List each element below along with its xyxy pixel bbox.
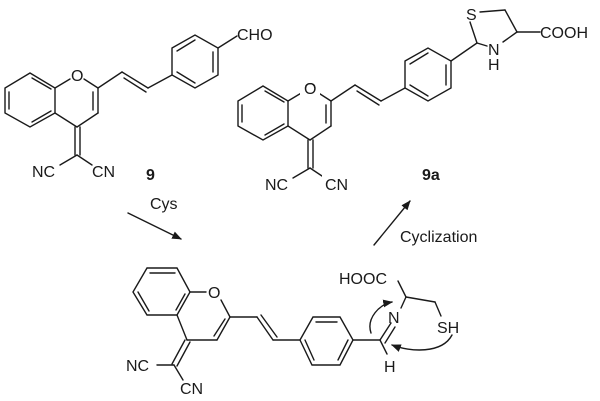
nitrile-right: CN (92, 164, 115, 181)
imine-hydrogen: H (384, 359, 396, 376)
oxygen-atom-9a: O (304, 81, 316, 98)
nitrile-left-int: NC (126, 358, 149, 375)
nh-hydrogen: H (488, 57, 500, 74)
intermediate-imine (132, 267, 453, 381)
reaction-arrow-cyclization (373, 200, 411, 246)
oxygen-atom: O (71, 68, 83, 85)
styryl-aldehyde (97, 34, 219, 93)
compound-label-9: 9 (146, 167, 155, 184)
electron-arrow-sh (391, 334, 453, 352)
nitrile-right-9a: CN (325, 177, 348, 194)
carboxyl-group-int: HOOC (339, 271, 387, 288)
aldehyde-group: CHO (237, 27, 273, 44)
nitrile-right-int: CN (180, 381, 203, 398)
thiazolidine-ring (450, 9, 541, 62)
imine-nitrogen: N (388, 310, 400, 327)
nitrile-left-9a: NC (265, 177, 288, 194)
compound-9a-core (237, 47, 452, 195)
step-cyclization: Cyclization (400, 229, 477, 246)
compound-9: O NC CN (4, 68, 115, 181)
electron-arrow-n (369, 299, 393, 334)
compound-label-9a: 9a (422, 167, 440, 184)
nitrile-left: NC (32, 164, 55, 181)
thiol-group: SH (437, 320, 459, 337)
oxygen-atom-int: O (208, 285, 220, 302)
benzopyran-core (4, 72, 99, 166)
reaction-arrow-cys (127, 212, 182, 240)
sulfur-atom: S (466, 7, 477, 24)
carboxyl-group: COOH (540, 25, 588, 42)
nitrogen-atom: N (488, 42, 500, 59)
reagent-cys: Cys (150, 196, 178, 213)
